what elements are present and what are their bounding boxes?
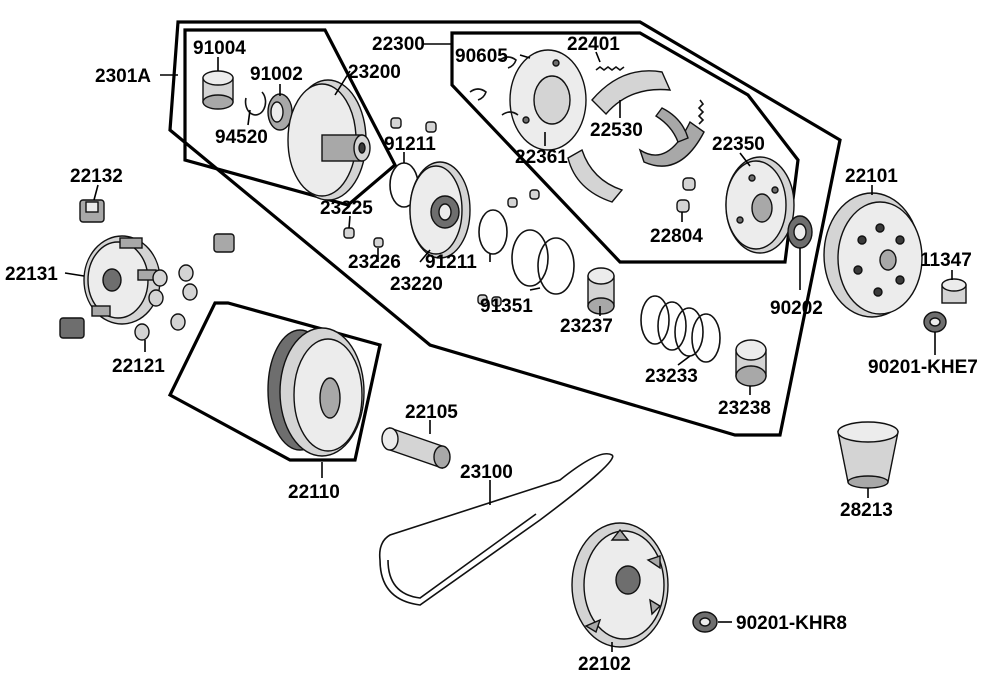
label-90202: 90202 [770,298,823,319]
label-91211-lower: 91211 [425,252,477,273]
label-22105: 22105 [405,402,458,423]
clutch-outer-22101 [823,192,923,318]
spring-23233 [640,295,721,363]
bearing-91002 [267,93,293,131]
movable-face-23220 [409,161,471,259]
collar-23237 [587,267,615,315]
label-23237: 23237 [560,316,613,337]
spring-22401 [595,66,625,71]
pin-upper-2 [425,121,437,133]
seal-91351-b [537,237,575,295]
clip-90605-b [469,88,487,101]
label-23225: 23225 [320,198,373,219]
collar-22105 [381,427,451,469]
label-11347: 11347 [920,250,972,271]
label-22350: 22350 [712,134,765,155]
washer-22804-b [676,199,690,213]
label-23220: 23220 [390,274,443,295]
label-2301A: 2301A [95,66,151,87]
label-23233: 23233 [645,366,698,387]
slider-22132-b [213,233,235,253]
pin-23226 [373,237,384,248]
label-91211-upper: 91211 [384,134,436,155]
label-23226: 23226 [348,252,401,273]
tool-28213 [837,421,899,489]
label-22110: 22110 [288,482,340,503]
label-91002: 91002 [250,64,303,85]
nut-90201-KHE7 [923,311,947,333]
leader-lines [64,43,953,652]
pin-lower-4 [529,189,540,200]
label-90201-KHE7: 90201-KHE7 [868,357,978,378]
slider-left [59,317,85,339]
slider-22132 [79,199,105,223]
label-90201-KHR8: 90201-KHR8 [736,613,847,634]
pin-lower-3 [507,197,518,208]
pin-lower-2 [491,296,502,307]
label-22131: 22131 [5,264,58,285]
label-22361: 22361 [515,147,568,168]
nut-90202 [787,215,813,249]
label-22121: 22121 [112,356,165,377]
spring-side [697,99,705,125]
clutch-shoe-22530 [567,70,705,203]
nut-90201-KHR8 [692,611,718,633]
weight-rollers-22121 [134,264,198,341]
label-22530: 22530 [590,120,643,141]
drive-belt-23100 [378,453,614,606]
clip-90605-c [501,111,519,116]
label-22300: 22300 [372,34,425,55]
label-94520: 94520 [215,127,268,148]
driven-face-23200 [287,79,371,201]
ramp-plate-22131 [83,235,161,325]
clutch-plate-22350 [725,156,795,254]
label-22102: 22102 [578,654,631,675]
label-91004: 91004 [193,38,246,59]
outline-22110 [167,301,382,462]
circlip-94520 [244,91,267,116]
outline-22300 [450,31,800,264]
outline-2301A [168,20,842,437]
fan-drive-face-22102 [571,522,669,648]
label-22401: 22401 [567,34,620,55]
plug-11347 [941,278,967,304]
label-28213: 28213 [840,500,893,521]
pin-upper-1 [390,117,402,129]
seal-91351-a [511,229,549,287]
clip-90605-a [499,56,517,69]
label-91351: 91351 [480,296,533,317]
label-22101: 22101 [845,166,898,187]
pin-lower-1 [477,294,488,305]
plate-22361 [509,49,587,151]
label-22804: 22804 [650,226,703,247]
bushing-91004 [202,70,234,110]
label-90605: 90605 [455,46,508,67]
pin-23225 [343,227,355,239]
label-23100: 23100 [460,462,513,483]
washer-22804-a [682,177,696,191]
outline-23200 [183,28,398,207]
drive-face-22110 [267,327,365,457]
o-ring-91211-b [478,209,508,255]
label-23238: 23238 [718,398,771,419]
label-22132: 22132 [70,166,123,187]
sleeve-23238 [735,339,767,387]
label-23200: 23200 [348,62,401,83]
